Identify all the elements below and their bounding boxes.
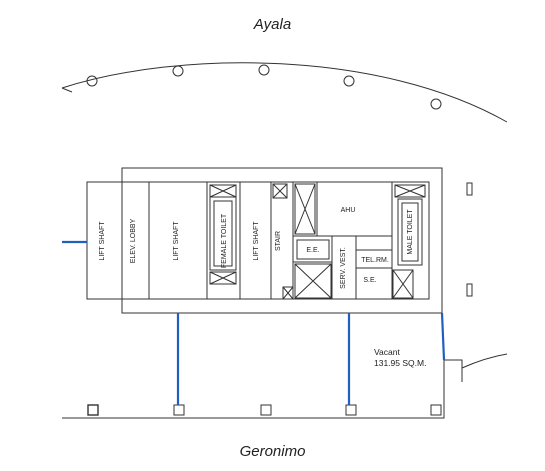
- vacant-area: 131.95 SQ.M.: [374, 358, 426, 368]
- label-ee: E.E.: [306, 247, 319, 254]
- column-north-2: [172, 65, 184, 77]
- label-lift-shaft-2: LIFT SHAFT: [173, 221, 180, 261]
- utility-lines: [62, 240, 446, 405]
- label-female-toilet: FEMALE TOILET: [221, 213, 228, 268]
- core-inner-outline: [86, 181, 430, 300]
- shaft-cross-1: [272, 183, 288, 199]
- label-lift-shaft-3: LIFT SHAFT: [253, 221, 260, 261]
- vacant-label: Vacant: [374, 347, 400, 357]
- street-label-north: Ayala: [253, 16, 292, 33]
- label-ahu: AHU: [341, 207, 356, 214]
- label-tel-rm: TEL.RM.: [361, 257, 389, 264]
- ahu-cross: [294, 183, 316, 235]
- column-south-3: [260, 404, 272, 416]
- column-north-3: [258, 64, 270, 76]
- column-north-1: [86, 75, 98, 87]
- column-north-5: [430, 98, 442, 110]
- male-toilet-fixture: [397, 198, 423, 266]
- street-label-south: Geronimo: [239, 443, 306, 460]
- south-floor-edge: [62, 353, 508, 419]
- north-edge-stub: [61, 87, 73, 93]
- column-south-1: [87, 404, 99, 416]
- duct-cross: [294, 263, 332, 299]
- column-south-4: [345, 404, 357, 416]
- label-elev-lobby: ELEV. LOBBY: [130, 218, 137, 263]
- north-curved-edge: [61, 62, 508, 123]
- label-serv-vest: SERV. VEST.: [340, 247, 347, 289]
- column-south-5: [430, 404, 442, 416]
- core-outer-outline: [121, 167, 443, 314]
- label-se: S.E.: [363, 277, 376, 284]
- column-east-2: [466, 283, 473, 297]
- label-stair: STAIR: [275, 231, 282, 251]
- column-north-4: [343, 75, 355, 87]
- label-lift-shaft-1: LIFT SHAFT: [99, 221, 106, 261]
- column-south-2: [173, 404, 185, 416]
- label-male-toilet: MALE TOILET: [407, 209, 414, 255]
- column-east-1: [466, 182, 473, 196]
